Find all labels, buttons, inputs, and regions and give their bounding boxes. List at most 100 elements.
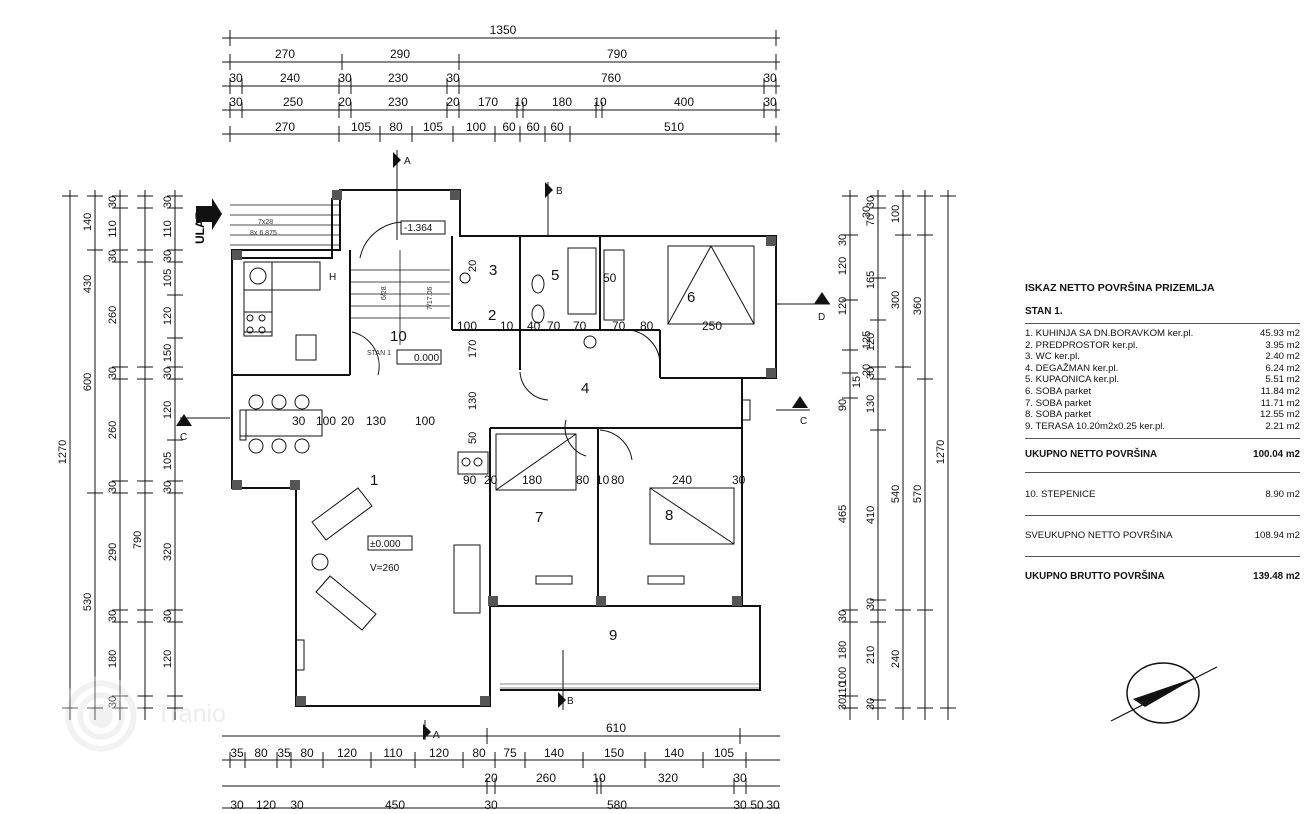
inner-d250: 250 [702,319,722,333]
dim-right-b8: 465 [837,505,849,523]
dim-bottom-4a: 30 [230,798,244,812]
dim-bottom-2i: 75 [503,746,517,760]
dim-top-3e: 20 [446,95,460,109]
divider [1025,323,1300,324]
dim-right-a2: 30 [865,196,877,208]
dim-left-i6: 150 [162,344,174,362]
stair-note-1: 7x28 [258,219,273,226]
dim-bottom-2h: 80 [472,746,486,760]
area-row-value: 2.21 m2 [1265,420,1300,432]
dim-bottom-2b: 80 [254,746,268,760]
dim-right-b2: 120 [837,257,849,275]
kitchen-h-label: H [329,272,336,283]
total-net-label: UKUPNO NETTO POVRŠINA [1025,449,1158,461]
dim-bottom-4g: 30 [733,798,747,812]
dim-bottom-2e: 120 [337,746,357,760]
dim-bottom-1: 610 [606,721,626,735]
dim-left-m5: 30 [107,367,119,379]
stan-label: STAN 1 [367,350,391,357]
section-d-label: D [818,312,825,323]
dim-top-2d: 230 [388,71,408,85]
dim-top-1c: 790 [607,47,627,61]
gross-value: 139.48 m2 [1253,570,1300,582]
inner-d180: 180 [522,473,542,487]
inner-d100c: 100 [415,414,435,428]
dim-right-a1: 70 [865,214,877,226]
inner-d240: 240 [672,473,692,487]
dim-bottom-2j: 140 [544,746,564,760]
dim-top-4e: 100 [466,120,486,134]
dim-right-b11: 100 [837,667,849,685]
dim-top-3f: 170 [478,95,498,109]
dim-left-o1: 140 [82,213,94,231]
stair-note-3: 6/28 [381,286,388,300]
dim-left-i13: 120 [162,650,174,668]
dim-top-3i: 10 [593,95,607,109]
room-10-label: 10 [390,328,407,345]
dim-bottom-2k: 150 [604,746,624,760]
inner-d130a: 130 [366,414,386,428]
level-stan: 0.000 [414,353,439,364]
dim-left-m3: 30 [107,250,119,262]
grand-net-value: 108.94 m2 [1254,529,1300,541]
dim-right-total: 1270 [935,440,947,464]
dim-left-i3: 30 [162,250,174,262]
stairs-value: 8.90 m2 [1265,489,1300,501]
dim-bottom-3c: 10 [592,771,606,785]
dim-right-b9: 30 [837,610,849,622]
dim-left-i8: 120 [162,401,174,419]
dim-left-m8: 790 [132,531,144,549]
dim-top-2g: 30 [763,71,777,85]
dim-right-a9: 210 [865,646,877,664]
north-arrow-icon [1110,662,1218,724]
dim-top-2f: 760 [601,71,621,85]
inner-d130b: 130 [467,392,479,410]
area-row-label: 7. SOBA parket [1025,397,1092,409]
dim-bottom-2c: 35 [277,746,291,760]
area-table-subtitle: STAN 1. [1025,306,1063,317]
inner-d20b: 20 [484,473,498,487]
dim-bottom-2l: 140 [664,746,684,760]
inner-d70b: 70 [573,319,587,333]
divider [1025,438,1300,440]
inner-d20c: 20 [467,260,479,272]
section-marker-a-top: A [393,152,411,168]
dim-top-1a: 270 [275,47,295,61]
dim-left-i7: 30 [162,367,174,379]
dim-left-o4: 530 [82,593,94,611]
dim-left-i5: 120 [162,307,174,325]
room-7-label: 7 [535,509,543,526]
room-5-label: 5 [551,267,559,284]
room-2-label: 2 [488,307,496,324]
inner-d70a: 70 [547,319,561,333]
divider [1025,555,1300,557]
dim-bottom-4h: 50 [750,798,764,812]
dim-left-m4: 260 [107,306,119,324]
dim-left-o3: 600 [82,373,94,391]
dim-top-2c: 30 [338,71,352,85]
watermark-logo-icon [58,676,144,756]
area-row-value: 3.95 m2 [1265,339,1300,351]
height-living: V=260 [370,563,400,574]
dim-top-3c: 20 [338,95,352,109]
dim-right-a8: 30 [865,598,877,610]
room-6-label: 6 [687,289,695,306]
inner-d70c: 70 [612,319,626,333]
dim-top-4f: 60 [502,120,516,134]
area-row: 1. KUHINJA SA DN.BORAVKOM ker.pl.45.93 m… [1025,328,1300,340]
dim-top-2e: 30 [446,71,460,85]
dim-right-m4: 240 [890,650,902,668]
area-row-label: 1. KUHINJA SA DN.BORAVKOM ker.pl. [1025,328,1194,339]
dim-top-4d: 105 [423,120,443,134]
dim-bottom-3d: 320 [658,771,678,785]
dim-bottom-2g: 120 [429,746,449,760]
inner-d80c: 80 [640,319,654,333]
inner-d30b: 30 [732,473,746,487]
area-row-label: 6. SOBA parket [1025,385,1092,397]
area-row-value: 12.55 m2 [1259,409,1300,421]
inner-d50: 50 [467,432,479,444]
dim-bottom-4e: 30 [484,798,498,812]
